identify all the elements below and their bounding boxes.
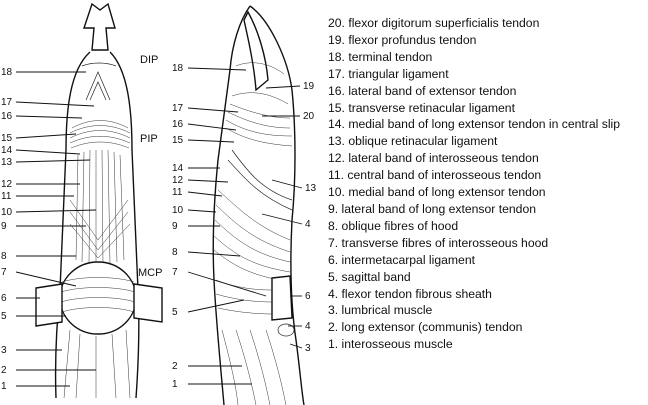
legend-item-9: 9. lateral band of long extensor tendon [328, 201, 537, 216]
lateral-label-12: 12 [172, 175, 184, 186]
legend-item-4: 4. flexor tendon fibrous sheath [328, 286, 492, 301]
lateral-view: 18 17 16 15 14 12 11 10 9 8 7 5 2 1 19 2… [172, 5, 317, 405]
legend-item-13: 13. oblique retinacular ligament [328, 134, 498, 149]
lateral-label-2: 2 [172, 361, 178, 372]
legend-item-14: 14. medial band of long extensor tendon … [328, 117, 621, 132]
legend-item-16: 16. lateral band of extensor tendon [328, 83, 517, 98]
finger-anatomy-figure: 18 17 16 15 14 13 12 11 10 9 8 7 6 5 3 2… [1, 2, 317, 405]
lateral-label-4-upper: 4 [305, 219, 311, 230]
legend-item-15: 15. transverse retinacular ligament [328, 100, 515, 115]
legend-item-1: 1. interosseous muscle [328, 337, 453, 352]
dorsal-label-9: 9 [1, 221, 7, 232]
legend-item-3: 3. lumbrical muscle [328, 303, 433, 318]
dorsal-view: 18 17 16 15 14 13 12 11 10 9 8 7 6 5 3 2… [1, 2, 163, 399]
legend-item-18: 18. terminal tendon [328, 49, 433, 64]
dorsal-label-11: 11 [1, 191, 12, 202]
legend-item-5: 5. sagittal band [328, 269, 411, 284]
lateral-label-6: 6 [305, 291, 311, 302]
legend-item-17: 17. triangular ligament [328, 66, 449, 81]
lateral-label-7: 7 [172, 267, 178, 278]
dorsal-label-10: 10 [1, 207, 13, 218]
dorsal-label-16: 16 [1, 111, 13, 122]
lateral-label-3: 3 [305, 343, 311, 354]
legend-item-6: 6. intermetacarpal ligament [328, 252, 475, 267]
lateral-label-19: 19 [303, 81, 315, 92]
lateral-label-5: 5 [172, 307, 178, 318]
joint-label-pip: PIP [140, 133, 158, 145]
lateral-label-16: 16 [172, 119, 184, 130]
lateral-label-13: 13 [305, 183, 317, 194]
lateral-label-4-lower: 4 [305, 321, 311, 332]
dorsal-label-1: 1 [1, 381, 7, 392]
dorsal-label-5: 5 [1, 311, 7, 322]
lateral-label-8: 8 [172, 247, 178, 258]
dorsal-label-15: 15 [1, 133, 13, 144]
dorsal-label-14: 14 [1, 145, 13, 156]
anatomy-illustration: 18 17 16 15 14 13 12 11 10 9 8 7 6 5 3 2… [1, 2, 317, 405]
legend-item-12: 12. lateral band of interosseous tendon [328, 151, 539, 166]
lateral-label-18: 18 [172, 63, 184, 74]
lateral-label-1: 1 [172, 379, 178, 390]
legend-item-19: 19. flexor profundus tendon [328, 32, 477, 47]
legend-item-20: 20. flexor digitorum superficialis tendo… [328, 16, 540, 30]
legend-item-10: 10. medial band of long extensor tendon [328, 185, 546, 200]
lateral-label-10: 10 [172, 205, 184, 216]
lateral-label-11: 11 [172, 187, 183, 198]
anatomy-legend: 20. flexor digitorum superficialis tendo… [328, 15, 648, 353]
dorsal-label-17: 17 [1, 97, 13, 108]
joint-label-mcp: MCP [138, 267, 162, 279]
dorsal-label-6: 6 [1, 293, 7, 304]
lateral-label-9: 9 [172, 221, 178, 232]
legend-item-8: 8. oblique fibres of hood [328, 218, 459, 233]
dorsal-label-13: 13 [1, 157, 13, 168]
legend-item-11: 11. central band of interosseous tendon [328, 168, 542, 183]
lateral-label-17: 17 [172, 103, 184, 114]
dorsal-label-3: 3 [1, 345, 7, 356]
dorsal-label-18: 18 [1, 67, 13, 78]
dorsal-label-8: 8 [1, 251, 7, 262]
dorsal-label-7: 7 [1, 267, 7, 278]
dorsal-label-2: 2 [1, 365, 7, 376]
dorsal-label-12: 12 [1, 179, 13, 190]
legend-item-7: 7. transverse fibres of interosseous hoo… [328, 235, 549, 250]
joint-label-dip: DIP [140, 54, 158, 66]
legend-item-2: 2. long extensor (communis) tendon [328, 320, 523, 335]
lateral-label-14: 14 [172, 163, 184, 174]
lateral-label-15: 15 [172, 135, 184, 146]
lateral-label-20: 20 [303, 111, 315, 122]
